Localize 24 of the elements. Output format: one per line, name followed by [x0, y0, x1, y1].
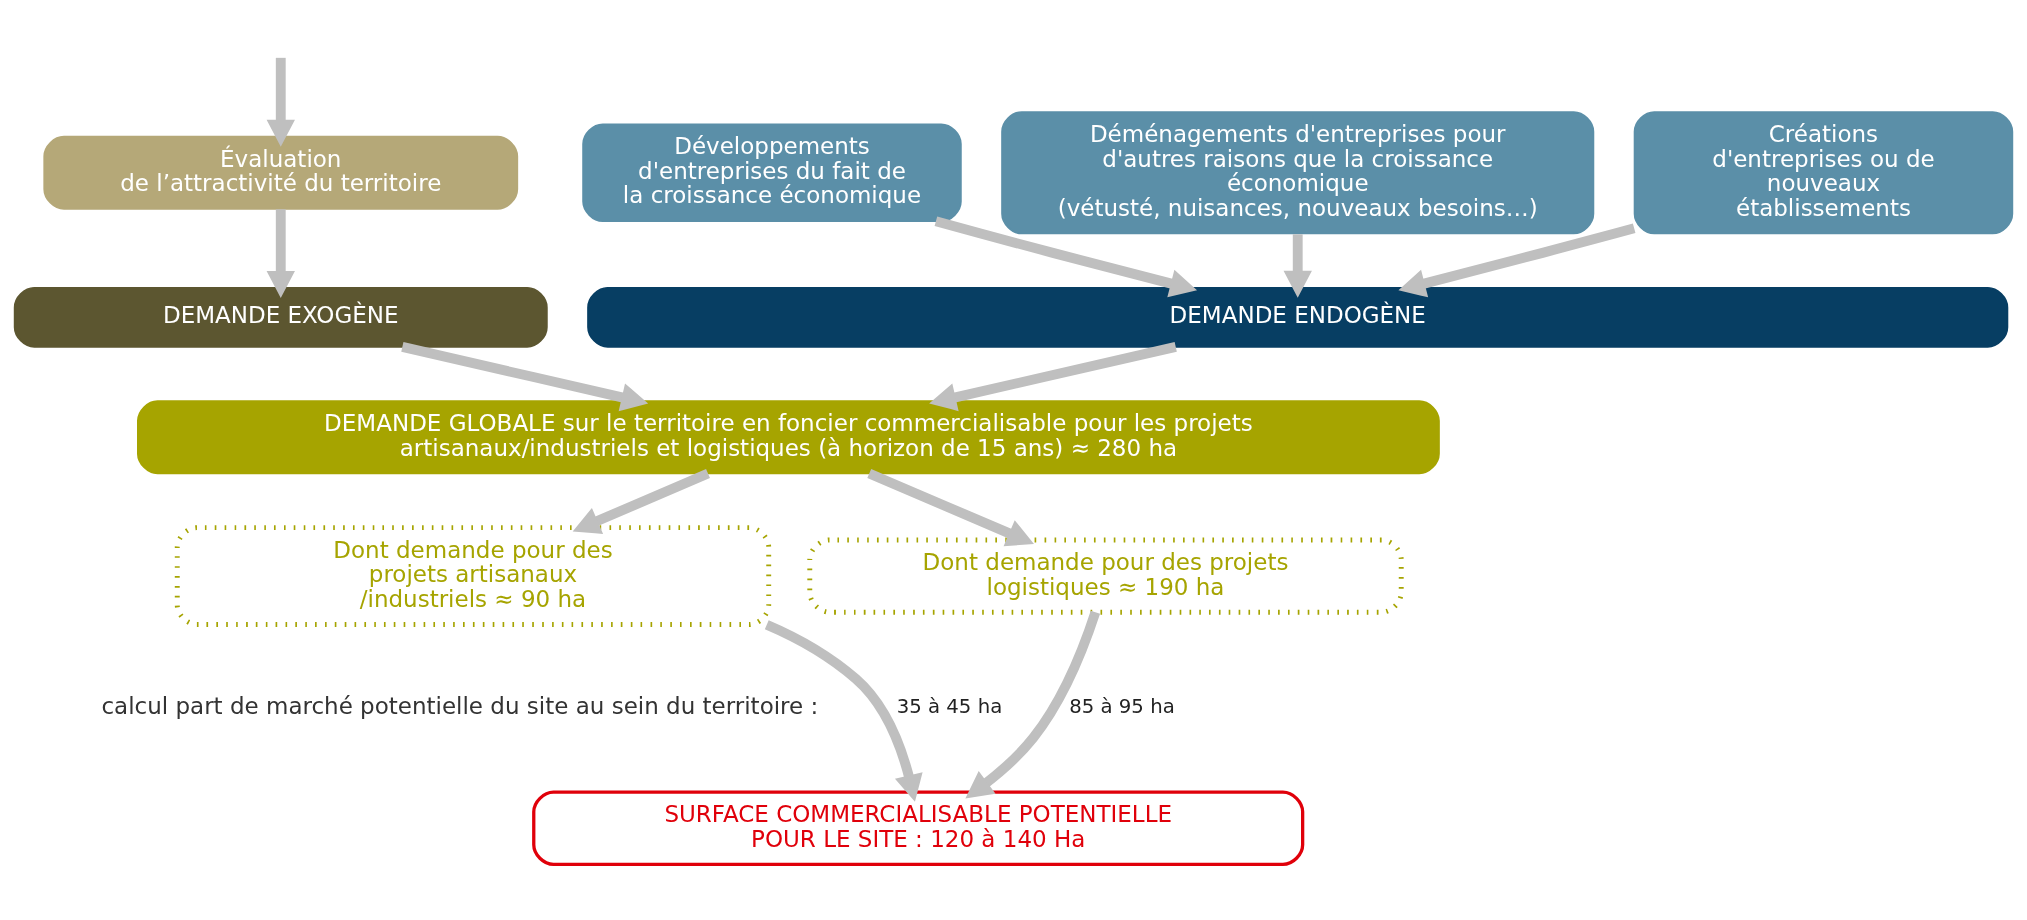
edge-label: 35 à 45 ha [896, 694, 1003, 718]
arrow [266, 208, 295, 298]
node-box: DEMANDE GLOBALE sur le territoire en foncier commercialisable pour les projets artisanaux/industriels et logistiques (à horizon de 15 ans) ≈ 280 ha [137, 399, 1440, 474]
arrow [1283, 233, 1312, 298]
arrow [764, 619, 923, 802]
node-box: Dont demande pour des projets artisanaux /industriels ≈ 90 ha [174, 524, 772, 627]
arrow [929, 341, 1177, 411]
label: calcul part de marché potentielle du site au sein du territoire : [101, 692, 819, 719]
node-box: Dont demande pour des projets logistiques ≈ 190 ha [807, 537, 1404, 615]
arrow [572, 468, 710, 534]
node-box: Créations d'entreprises ou de nouveaux établissements [1633, 110, 2014, 234]
node-box: SURFACE COMMERCIALISABLE POTENTIELLE POUR LE SITE : 120 à 140 Ha [532, 790, 1305, 866]
edge-label: 85 à 95 ha [1069, 694, 1175, 718]
arrow [266, 57, 295, 147]
node-box: Déménagements d'entreprises pour d'autres raisons que la croissance économique (vétusté, nuisances, nouveaux besoins…) [1001, 110, 1595, 234]
arrow [934, 216, 1198, 297]
node-box: DEMANDE EXOGÈNE [13, 286, 548, 348]
arrow [965, 610, 1101, 798]
node-box: Développements d'entreprises du fait de la croissance économique [582, 122, 962, 222]
node-box: DEMANDE ENDOGÈNE [587, 286, 2009, 348]
arrow [1398, 223, 1636, 297]
node-box: Évaluation de l’attractivité du territoire [43, 135, 519, 210]
arrow [401, 341, 649, 411]
arrow [867, 468, 1034, 546]
